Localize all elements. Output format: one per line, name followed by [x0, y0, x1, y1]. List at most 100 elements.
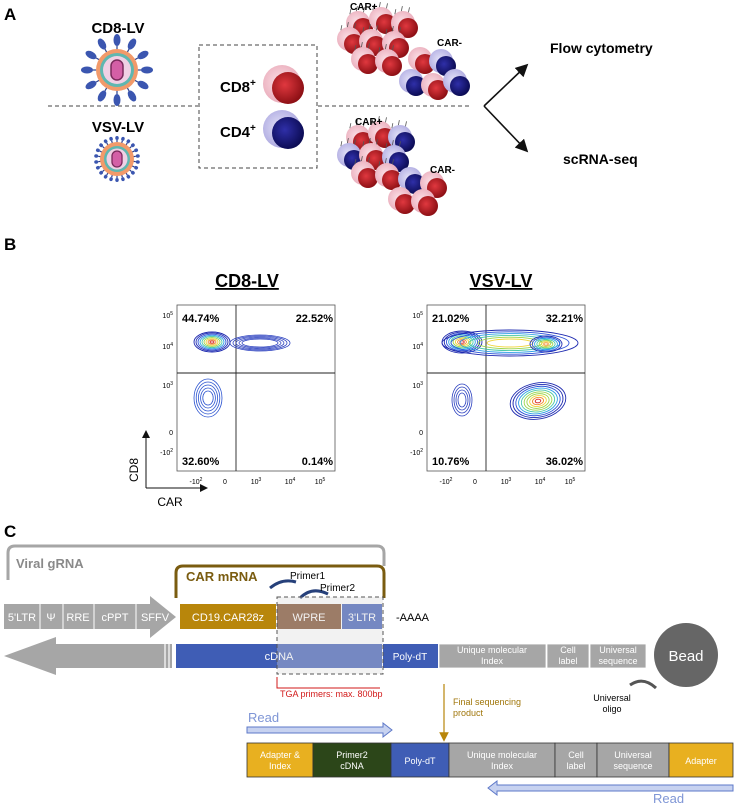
- adapter-index-line2: Index: [269, 761, 292, 771]
- universal-oligo-line2: oligo: [602, 704, 621, 714]
- tga-region-box: [276, 596, 384, 675]
- viral-grna-bracket: [6, 544, 386, 580]
- svg-text:0: 0: [419, 430, 423, 437]
- vsv-lv-virus-icon: [94, 136, 140, 182]
- wpre-label: WPRE: [293, 612, 326, 624]
- svg-text:-102: -102: [190, 477, 203, 486]
- cell-label-line1: Cell: [560, 645, 576, 655]
- umi-label-line1: Unique molecular: [457, 645, 527, 655]
- final-umi-line1: Unique molecular: [467, 750, 537, 760]
- cdna-reverse-arrow: [4, 637, 172, 675]
- car-minus-label-bottom: CAR-: [430, 165, 455, 176]
- axis-tick-labels: 105 105 104 104 103 103 0 0 -102 -102 -102 -102 0 0 10…: [160, 311, 575, 486]
- vsv-lv-plot-title: VSV-LV: [470, 271, 533, 291]
- svg-text:104: 104: [162, 342, 173, 351]
- vsv-lv-flow-plot: 21.02% 32.21% 10.76% 36.02%: [426, 304, 586, 472]
- cell-label-block: [546, 643, 590, 669]
- t-cell-box: [198, 44, 318, 169]
- psi-label: Ψ: [46, 612, 55, 624]
- cd8-cell-label: CD8+: [220, 78, 256, 96]
- final-umi-block: [448, 742, 556, 778]
- svg-text:0: 0: [223, 479, 227, 486]
- universal-seq-line2: sequence: [598, 656, 637, 666]
- final-adapter-label: Adapter: [685, 756, 717, 766]
- svg-text:0: 0: [169, 430, 173, 437]
- primer2-icon: [298, 589, 329, 600]
- primer2-cdna-line1: Primer2: [336, 750, 368, 760]
- car-plus-label-bottom: CAR+: [355, 117, 383, 128]
- cell-label-line2: label: [558, 656, 577, 666]
- cd8lv-quadrant-ll: 32.60%: [182, 456, 220, 468]
- svg-text:103: 103: [412, 381, 423, 390]
- svg-text:-102: -102: [440, 477, 453, 486]
- universal-seq-block: [589, 643, 647, 669]
- cd8-cell-icon: [263, 65, 304, 104]
- scrna-seq-label: scRNA-seq: [563, 151, 638, 167]
- sffv-label: SFFV: [141, 612, 170, 624]
- svg-text:0: 0: [473, 479, 477, 486]
- ltr5-label: 5'LTR: [8, 612, 36, 624]
- arrow-to-flow: [483, 63, 529, 107]
- primer1-label: Primer1: [290, 571, 325, 582]
- vsvlv-quadrant-ll: 10.76%: [432, 456, 470, 468]
- ltr3-label: 3'LTR: [348, 612, 376, 624]
- ltr3-block: [342, 604, 382, 629]
- flow-cytometry-label: Flow cytometry: [550, 40, 653, 56]
- cd19-car28z-block: [180, 604, 276, 629]
- wpre-block: [277, 604, 341, 629]
- svg-text:104: 104: [412, 342, 423, 351]
- svg-text:-102: -102: [160, 448, 173, 457]
- cd8lv-quadrant-ur: 22.52%: [296, 313, 334, 325]
- svg-text:105: 105: [162, 311, 173, 320]
- final-universal-block: [596, 742, 670, 778]
- cd8-lv-label: CD8-LV: [91, 20, 144, 37]
- svg-text:-102: -102: [410, 448, 423, 457]
- primer1-icon: [269, 579, 297, 590]
- cd4-cell-label: CD4+: [220, 123, 256, 141]
- vsv-lv-label: VSV-LV: [92, 119, 144, 136]
- svg-text:104: 104: [285, 477, 296, 486]
- car-plus-label-top: CAR+: [350, 2, 378, 13]
- cppt-label: cPPT: [102, 612, 129, 624]
- svg-text:103: 103: [251, 477, 262, 486]
- cd4-cell-icon: [263, 110, 304, 149]
- final-umi-line2: Index: [491, 761, 514, 771]
- umi-label-line2: Index: [481, 656, 504, 666]
- tga-bracket: [276, 677, 380, 689]
- y-axis-label: CD8: [127, 458, 141, 482]
- final-cell-line2: label: [566, 761, 585, 771]
- panel-c-letter: C: [4, 522, 16, 541]
- cd19-car28z-label: CD19.CAR28z: [192, 612, 264, 624]
- polydt-block: [383, 644, 438, 668]
- final-seq-line2: product: [453, 708, 484, 718]
- read-arrow-reverse: [487, 779, 734, 797]
- car-mrna-label: CAR mRNA: [186, 569, 258, 584]
- cd8lv-quadrant-ul: 44.74%: [182, 313, 220, 325]
- viral-genome-arrow: [4, 596, 176, 638]
- svg-text:105: 105: [412, 311, 423, 320]
- panel-b-letter: B: [4, 235, 16, 254]
- final-universal-line1: Universal: [614, 750, 652, 760]
- adapter-index-block: [246, 742, 314, 778]
- viral-genome-elements: [39, 604, 137, 629]
- rre-label: RRE: [66, 612, 89, 624]
- universal-oligo-line1: Universal: [593, 693, 631, 703]
- final-cell-line1: Cell: [568, 750, 584, 760]
- vsvlv-quadrant-ul: 21.02%: [432, 313, 470, 325]
- viral-grna-label: Viral gRNA: [16, 556, 84, 571]
- cd8-lv-plot-title: CD8-LV: [215, 271, 279, 291]
- read-label-forward: Read: [248, 710, 279, 725]
- final-polydt-block: [390, 742, 450, 778]
- adapter-index-line1: Adapter &: [260, 750, 300, 760]
- read-arrow-forward: [246, 721, 393, 739]
- polya-label: -AAAA: [396, 612, 430, 624]
- umi-block: [438, 643, 547, 669]
- cd8-lv-flow-plot: 44.74% 22.52% 32.60% 0.14%: [176, 304, 336, 472]
- final-adapter-block: [668, 742, 734, 778]
- bead-label: Bead: [668, 648, 703, 665]
- svg-text:105: 105: [565, 477, 576, 486]
- cell-cluster-cd8lv: [337, 2, 470, 100]
- svg-text:104: 104: [535, 477, 546, 486]
- final-polydt-label: Poly-dT: [404, 756, 436, 766]
